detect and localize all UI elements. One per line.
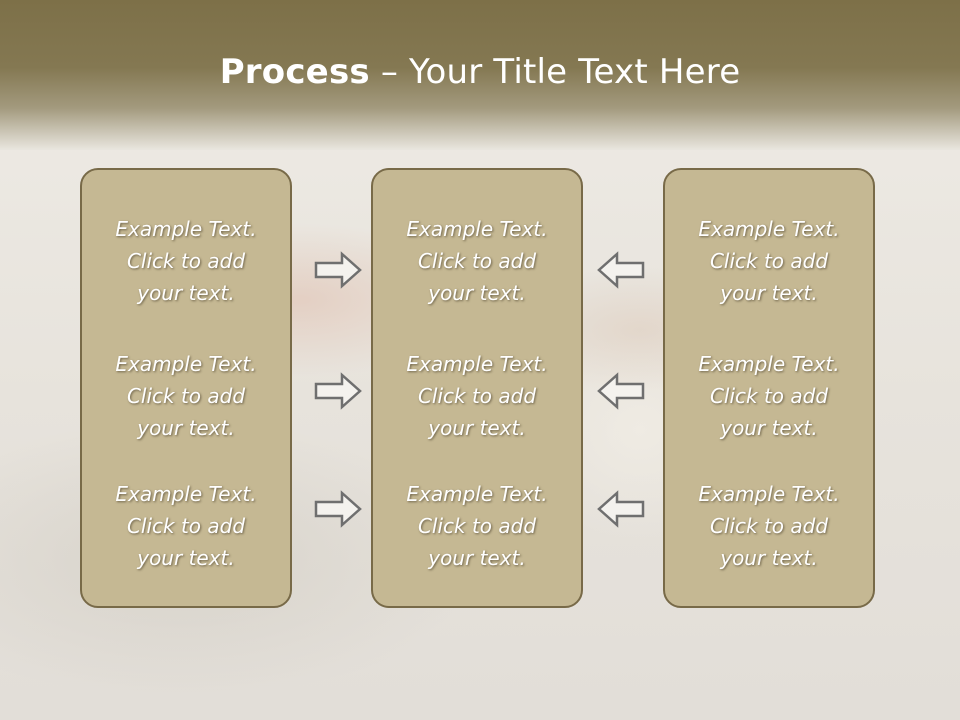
text-line: your text.	[720, 281, 818, 305]
text-placeholder[interactable]: Example Text. Click to add your text.	[82, 348, 290, 444]
text-line: your text.	[428, 281, 526, 305]
text-line: Example Text.	[406, 482, 548, 506]
text-line: Click to add	[709, 384, 829, 408]
text-placeholder[interactable]: Example Text. Click to add your text.	[82, 213, 290, 309]
text-line: Example Text.	[406, 217, 548, 241]
process-box-right[interactable]: Example Text. Click to add your text. Ex…	[663, 168, 875, 608]
text-line: Example Text.	[698, 482, 840, 506]
text-line: Click to add	[417, 384, 537, 408]
title-bar	[0, 0, 960, 150]
slide-title[interactable]: Process – Your Title Text Here	[0, 52, 960, 92]
text-line: your text.	[137, 281, 235, 305]
left-arrow-icon	[597, 490, 645, 528]
text-line: Example Text.	[115, 217, 257, 241]
text-line: your text.	[137, 546, 235, 570]
text-placeholder[interactable]: Example Text. Click to add your text.	[373, 213, 581, 309]
text-line: your text.	[137, 416, 235, 440]
text-line: your text.	[720, 546, 818, 570]
text-line: Example Text.	[115, 352, 257, 376]
text-line: Click to add	[126, 514, 246, 538]
text-line: Example Text.	[698, 217, 840, 241]
text-line: your text.	[428, 546, 526, 570]
text-line: Click to add	[417, 514, 537, 538]
text-line: your text.	[428, 416, 526, 440]
text-line: your text.	[720, 416, 818, 440]
text-placeholder[interactable]: Example Text. Click to add your text.	[665, 348, 873, 444]
text-placeholder[interactable]: Example Text. Click to add your text.	[373, 478, 581, 574]
text-placeholder[interactable]: Example Text. Click to add your text.	[373, 348, 581, 444]
text-line: Click to add	[417, 249, 537, 273]
right-arrow-icon	[314, 372, 362, 410]
title-bold: Process	[219, 52, 370, 92]
text-line: Example Text.	[115, 482, 257, 506]
process-box-left[interactable]: Example Text. Click to add your text. Ex…	[80, 168, 292, 608]
process-box-center[interactable]: Example Text. Click to add your text. Ex…	[371, 168, 583, 608]
right-arrow-icon	[314, 490, 362, 528]
right-arrow-icon	[314, 251, 362, 289]
text-placeholder[interactable]: Example Text. Click to add your text.	[82, 478, 290, 574]
text-line: Click to add	[126, 384, 246, 408]
text-line: Click to add	[709, 249, 829, 273]
title-rest: – Your Title Text Here	[369, 52, 741, 92]
text-line: Example Text.	[698, 352, 840, 376]
left-arrow-icon	[597, 251, 645, 289]
text-line: Click to add	[709, 514, 829, 538]
text-line: Click to add	[126, 249, 246, 273]
left-arrow-icon	[597, 372, 645, 410]
text-line: Example Text.	[406, 352, 548, 376]
text-placeholder[interactable]: Example Text. Click to add your text.	[665, 478, 873, 574]
text-placeholder[interactable]: Example Text. Click to add your text.	[665, 213, 873, 309]
